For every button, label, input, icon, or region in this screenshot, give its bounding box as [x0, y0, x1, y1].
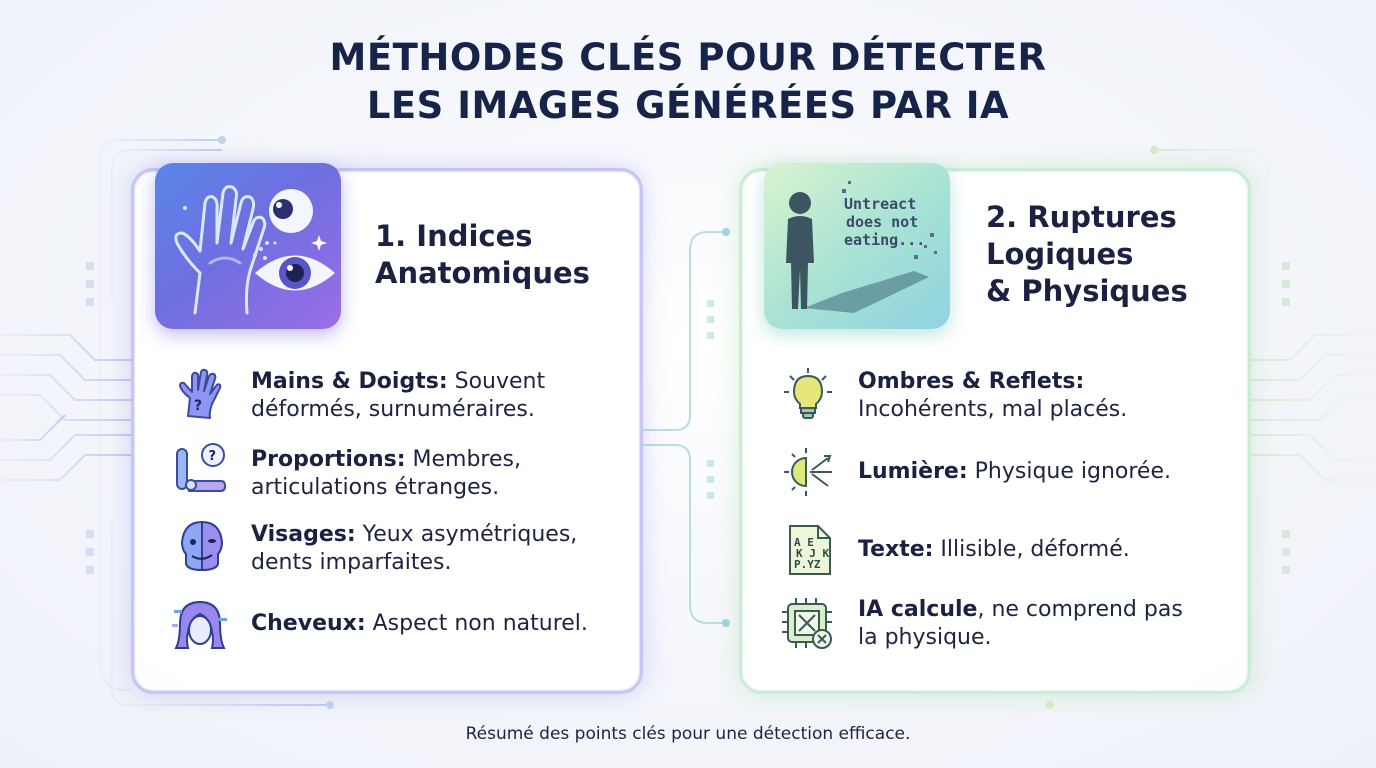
item-label: Ombres & Reflets: — [858, 369, 1085, 394]
item-text: Yeux asymétriques, — [355, 522, 578, 547]
hand-eye-illustration — [155, 163, 341, 329]
light-direction-icon — [784, 448, 832, 496]
svg-text:A E: A E — [794, 536, 814, 549]
item-label: Visages: — [251, 522, 356, 547]
list-item-light: Lumière: Physique ignorée. — [858, 458, 1228, 486]
item-text-line-2: déformés, surnuméraires. — [251, 397, 535, 422]
item-label: Lumière: — [858, 459, 968, 484]
hair-glitch-icon — [172, 600, 227, 649]
hand-eyes-icon — [174, 185, 335, 315]
item-text-line-2: articulations étranges. — [251, 475, 500, 500]
garbled-text: does not — [846, 213, 918, 231]
lightbulb-icon — [784, 368, 832, 419]
title-line-2: LES IMAGES GÉNÉRÉES PAR IA — [366, 84, 1010, 127]
list-item-hands: Mains & Doigts: Souvent déformés, surnum… — [251, 368, 621, 424]
item-label: Cheveux: — [251, 611, 366, 636]
card-heading-anatomical: 1. Indices Anatomiques — [375, 218, 615, 292]
heading-line-2: Logiques — [986, 237, 1134, 271]
heading-line-1: 1. Indices — [375, 219, 533, 253]
item-label: Proportions: — [251, 447, 406, 472]
title-line-1: MÉTHODES CLÉS POUR DÉTECTER — [329, 36, 1047, 79]
item-label: IA calcule — [858, 597, 978, 622]
shadow-illustration: Untreact does not eating... — [764, 163, 950, 329]
item-text-line-2: Incohérents, mal placés. — [858, 397, 1128, 422]
item-text-line-2: la physique. — [858, 625, 992, 650]
heading-line-1: 2. Ruptures — [986, 200, 1177, 234]
item-text: Physique ignorée. — [967, 459, 1171, 484]
garbled-text: Untreact — [844, 195, 916, 213]
list-item-proportions: Proportions: Membres, articulations étra… — [251, 446, 621, 502]
card-heading-logical: 2. Ruptures Logiques & Physiques — [986, 199, 1226, 310]
face-split-icon — [180, 520, 224, 572]
item-text: Membres, — [405, 447, 521, 472]
chip-error-icon — [782, 598, 832, 649]
item-label: Texte: — [858, 537, 934, 562]
garbled-text-icon: A E K J K P.YZ — [789, 525, 831, 575]
footer-caption: Résumé des points clés pour une détectio… — [465, 724, 911, 744]
item-label: Mains & Doigts: — [251, 369, 448, 394]
item-text: Aspect non naturel. — [365, 611, 588, 636]
item-text: Souvent — [447, 369, 546, 394]
heading-line-3: & Physiques — [986, 274, 1188, 308]
list-item-shadows: Ombres & Reflets: Incohérents, mal placé… — [858, 368, 1228, 424]
svg-text:?: ? — [194, 398, 202, 414]
garbled-text: eating... — [844, 231, 925, 249]
svg-text:P.YZ: P.YZ — [794, 558, 821, 571]
list-item-faces: Visages: Yeux asymétriques, dents imparf… — [251, 521, 621, 577]
svg-text:K J K: K J K — [796, 547, 829, 560]
list-item-text: Texte: Illisible, déformé. — [858, 536, 1228, 564]
list-item-ai-computes: IA calcule, ne comprend pas la physique. — [858, 596, 1228, 652]
svg-text:?: ? — [209, 449, 217, 464]
item-text: Illisible, déformé. — [933, 537, 1130, 562]
heading-line-2: Anatomiques — [375, 256, 590, 290]
item-text: , ne comprend pas — [977, 597, 1183, 622]
limbs-question-icon: ? — [176, 443, 227, 492]
item-text-line-2: dents imparfaites. — [251, 550, 452, 575]
hand-question-icon: ? — [179, 368, 222, 419]
person-shadow-icon: Untreact does not eating... — [786, 181, 937, 313]
list-item-hair: Cheveux: Aspect non naturel. — [251, 610, 621, 638]
page-title: MÉTHODES CLÉS POUR DÉTECTER LES IMAGES G… — [0, 34, 1376, 130]
